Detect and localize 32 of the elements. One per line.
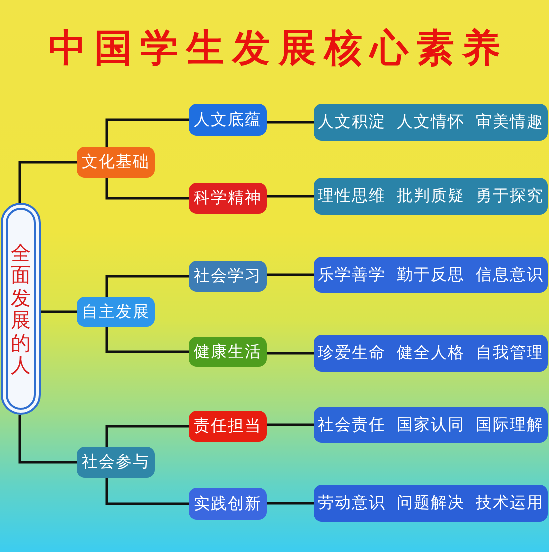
connector-line [267, 424, 314, 426]
subcategory-box: 人文底蕴 [189, 104, 267, 136]
connector-line [267, 121, 314, 124]
subcategory-box: 社会学习 [189, 261, 267, 292]
detail-box: 珍爱生命 健全人格 自我管理 [314, 335, 548, 372]
detail-box: 乐学善学 勤于反思 信息意识 [314, 257, 548, 293]
category-box: 自主发展 [77, 297, 155, 327]
connector-line [18, 415, 77, 464]
connector-line [41, 310, 77, 314]
connector-line [267, 352, 314, 355]
connector-line [267, 274, 314, 276]
subcategory-box: 责任担当 [189, 411, 267, 442]
title: 中国学生发展核心素养 [48, 25, 508, 72]
connector-line [106, 478, 189, 506]
detail-box: 社会责任 国家认同 国际理解 [314, 407, 548, 443]
connector-line [106, 425, 189, 447]
subcategory-box: 实践创新 [189, 488, 267, 520]
connector-line [18, 161, 77, 203]
connector-line [106, 178, 189, 200]
detail-box: 劳动意识 问题解决 技术运用 [314, 485, 548, 522]
detail-box: 理性思维 批判质疑 勇于探究 [314, 178, 548, 215]
category-box: 文化基础 [77, 147, 155, 178]
connector-line [267, 195, 314, 198]
connector-line [106, 327, 189, 354]
subcategory-box: 健康生活 [189, 337, 267, 367]
category-box: 社会参与 [77, 447, 155, 478]
connector-line [106, 118, 189, 147]
connector-line [267, 502, 314, 505]
capsule-box: 全面发展的人 [1, 203, 41, 415]
detail-box: 人文积淀 人文情怀 审美情趣 [314, 104, 548, 141]
subcategory-box: 科学精神 [189, 183, 267, 214]
connector-line [106, 275, 189, 297]
